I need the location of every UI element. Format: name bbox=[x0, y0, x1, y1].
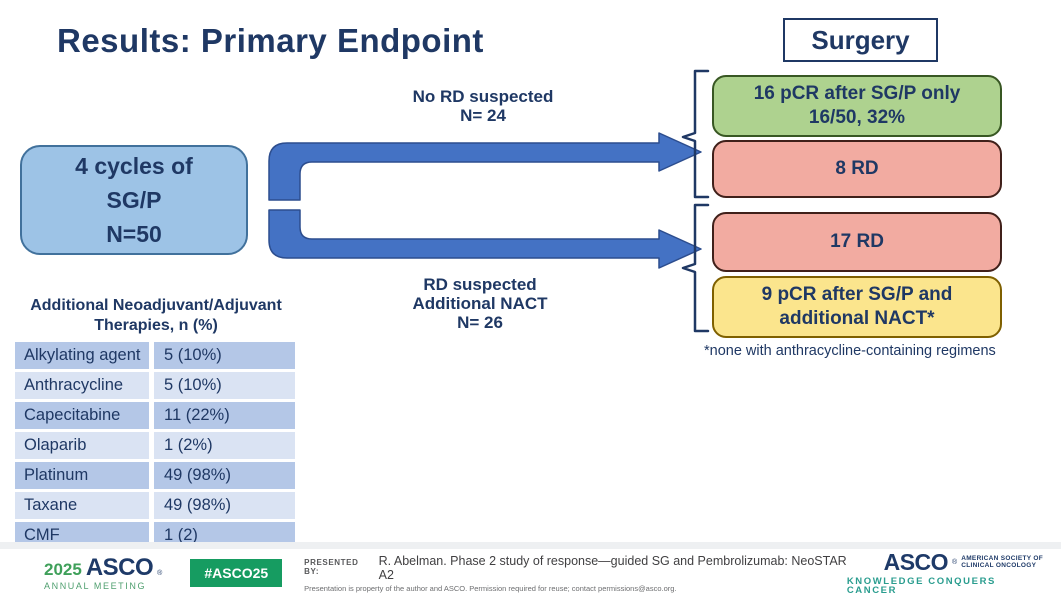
table-title-line1: Additional Neoadjuvant/Adjuvant bbox=[30, 297, 282, 314]
value-cell: 49 (98%) bbox=[154, 462, 295, 489]
outcome-box-pcr-nact: 9 pCR after SG/P and additional NACT* bbox=[712, 276, 1002, 338]
value-cell: 5 (10%) bbox=[154, 342, 295, 369]
outcome-label: 9 pCR after SG/P and bbox=[761, 284, 953, 305]
top-path-label: No RD suspected N= 24 bbox=[358, 87, 608, 125]
outcome-label: 16 pCR after SG/P only bbox=[753, 83, 961, 104]
source-box-line3: N=50 bbox=[106, 221, 162, 247]
top-bracket bbox=[681, 69, 710, 199]
outcome-box-17rd: 17 RD bbox=[712, 212, 1002, 272]
registered-mark: ® bbox=[157, 569, 163, 577]
therapy-cell: Olaparib bbox=[15, 432, 149, 459]
outcome-box-pcr-sgp-only: 16 pCR after SG/P only 16/50, 32% bbox=[712, 75, 1002, 137]
asco-annual-meeting-logo: 2025 ASCO ® ANNUAL MEETING bbox=[44, 553, 163, 591]
society-name-line2: CLINICAL ONCOLOGY bbox=[961, 562, 1037, 569]
footer-divider bbox=[0, 542, 1061, 549]
presenter-name: R. Abelman. Phase 2 study of response—gu… bbox=[378, 553, 847, 582]
outcome-box-8rd: 8 RD bbox=[712, 140, 1002, 198]
hashtag-badge: #ASCO25 bbox=[190, 559, 283, 587]
registered-mark: ® bbox=[952, 558, 958, 566]
therapy-cell: Platinum bbox=[15, 462, 149, 489]
table-row: Taxane 49 (98%) bbox=[15, 492, 299, 519]
table-row: Alkylating agent 5 (10%) bbox=[15, 342, 299, 369]
footnote: *none with anthracycline-containing regi… bbox=[704, 343, 996, 359]
therapies-table: Alkylating agent 5 (10%) Anthracycline 5… bbox=[15, 342, 299, 552]
outcome-sub: 16/50, 32% bbox=[808, 107, 906, 128]
table-row: Platinum 49 (98%) bbox=[15, 462, 299, 489]
asco-wordmark: ASCO bbox=[85, 553, 154, 581]
therapy-cell: Capecitabine bbox=[15, 402, 149, 429]
table-row: Capecitabine 11 (22%) bbox=[15, 402, 299, 429]
table-title-line2: Therapies, n (%) bbox=[94, 317, 218, 334]
therapy-cell: Anthracycline bbox=[15, 372, 149, 399]
table-row: Olaparib 1 (2%) bbox=[15, 432, 299, 459]
value-cell: 5 (10%) bbox=[154, 372, 295, 399]
annual-meeting-label: ANNUAL MEETING bbox=[44, 580, 147, 591]
top-path-line1: No RD suspected bbox=[412, 87, 554, 106]
value-cell: 11 (22%) bbox=[154, 402, 295, 429]
surgery-box: Surgery bbox=[783, 18, 938, 62]
bottom-bracket bbox=[681, 203, 710, 333]
bottom-path-line2: Additional NACT bbox=[412, 294, 548, 313]
asco-wordmark: ASCO bbox=[883, 548, 949, 575]
bottom-flow-arrow bbox=[268, 209, 702, 269]
presented-by-block: PRESENTED BY: R. Abelman. Phase 2 study … bbox=[304, 554, 847, 593]
bottom-path-line1: RD suspected bbox=[423, 275, 537, 294]
meeting-year: 2025 bbox=[44, 559, 82, 579]
therapy-cell: Taxane bbox=[15, 492, 149, 519]
top-flow-arrow bbox=[268, 132, 702, 201]
top-path-line2: N= 24 bbox=[460, 106, 506, 125]
value-cell: 49 (98%) bbox=[154, 492, 295, 519]
presented-by-label: PRESENTED BY: bbox=[304, 557, 359, 576]
outcome-label: 17 RD bbox=[830, 231, 884, 252]
outcome-label: 8 RD bbox=[835, 158, 879, 179]
source-box-line1: 4 cycles of bbox=[75, 153, 193, 179]
asco-tagline: KNOWLEDGE CONQUERS CANCER bbox=[846, 575, 996, 596]
society-name: AMERICAN SOCIETY OF CLINICAL ONCOLOGY bbox=[961, 555, 1043, 570]
asco-society-logo: ASCO ® AMERICAN SOCIETY OF CLINICAL ONCO… bbox=[846, 548, 1043, 596]
value-cell: 1 (2%) bbox=[154, 432, 295, 459]
table-title: Additional Neoadjuvant/Adjuvant Therapie… bbox=[0, 296, 312, 336]
footer: 2025 ASCO ® ANNUAL MEETING #ASCO25 PRESE… bbox=[0, 549, 1061, 597]
source-box-line2: SG/P bbox=[106, 187, 162, 213]
bottom-path-line3: N= 26 bbox=[457, 313, 503, 332]
table-row: Anthracycline 5 (10%) bbox=[15, 372, 299, 399]
surgery-label: Surgery bbox=[811, 24, 910, 55]
permission-note: Presentation is property of the author a… bbox=[304, 583, 677, 593]
therapy-cell: Alkylating agent bbox=[15, 342, 149, 369]
outcome-sub: additional NACT* bbox=[779, 308, 935, 329]
page-title: Results: Primary Endpoint bbox=[57, 22, 484, 59]
society-name-line1: AMERICAN SOCIETY OF bbox=[961, 554, 1043, 562]
bottom-path-label: RD suspected Additional NACT N= 26 bbox=[355, 275, 605, 332]
source-box: 4 cycles of SG/P N=50 bbox=[20, 145, 248, 255]
